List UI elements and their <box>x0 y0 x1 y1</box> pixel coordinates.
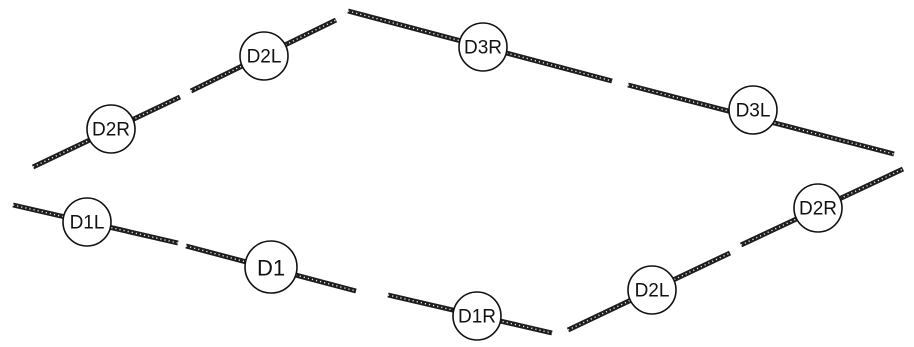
marker-d1r-bottom: D1R <box>452 291 502 341</box>
marker-d2l-bottom-right: D2L <box>627 265 677 315</box>
marker-label: D2R <box>799 199 837 220</box>
marker-d2r-bottom-right: D2R <box>793 183 843 233</box>
marker-label: D2R <box>92 120 130 141</box>
marker-label: D2L <box>247 47 282 68</box>
marker-d3r-top: D3R <box>458 22 508 72</box>
marker-label: D1L <box>70 213 105 234</box>
rail-segments <box>12 8 905 336</box>
marker-d3l-top-right: D3L <box>728 85 778 135</box>
marker-label: D1 <box>257 256 285 281</box>
marker-d2l-top-left: D2L <box>239 31 289 81</box>
marker-label: D3R <box>464 38 502 59</box>
marker-label: D1R <box>458 307 496 328</box>
marker-label: D2L <box>635 281 670 302</box>
marker-d2r-top-left: D2R <box>86 104 136 154</box>
marker-label: D3L <box>736 101 771 122</box>
marker-d1l-left: D1L <box>62 197 112 247</box>
marker-d1-center: D1 <box>244 240 298 294</box>
